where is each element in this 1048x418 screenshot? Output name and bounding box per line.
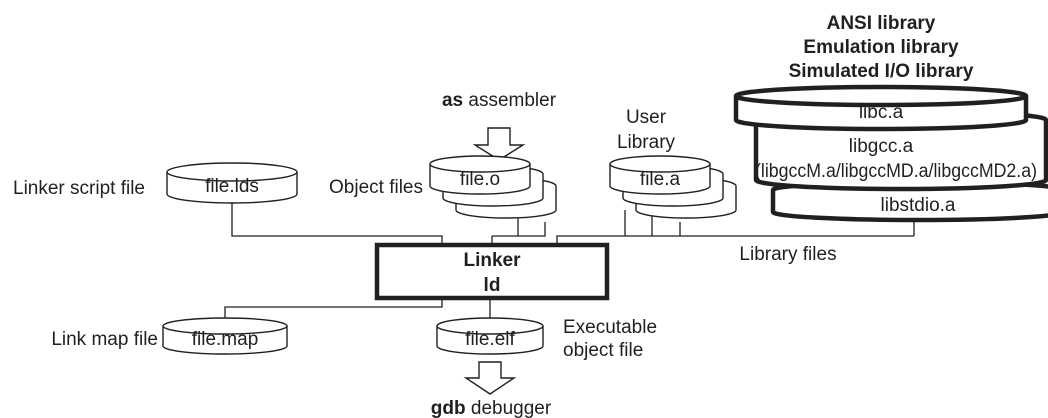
libgcc-variants: (libgccM.a/libgccMD.a/libgccMD2.a)	[755, 161, 1037, 182]
linker-command: ld	[484, 275, 501, 296]
assembler-arrow-icon	[472, 127, 526, 161]
link-map-filename: file.map	[192, 329, 259, 350]
user-library-label-line2: Library	[617, 132, 676, 153]
executable-label-line2: object file	[563, 340, 643, 361]
emulation-library-title: Emulation library	[803, 37, 959, 58]
executable-filename: file.elf	[465, 329, 515, 350]
object-files-label: Object files	[329, 177, 423, 198]
system-library-stack	[733, 84, 1048, 223]
executable-label-line1: Executable	[563, 317, 657, 338]
user-library-filename: file.a	[640, 169, 681, 190]
linker-box	[374, 242, 610, 301]
debugger-arrow-icon	[463, 361, 517, 395]
user-library-label-line1: User	[626, 107, 667, 128]
executable-file-cylinder	[436, 317, 544, 355]
linker-script-file-cylinder	[166, 162, 298, 204]
libgcc-filename: libgcc.a	[849, 136, 914, 157]
link-map-file-cylinder	[162, 317, 288, 355]
connector-lines	[224, 202, 915, 318]
link-map-label: Link map file	[51, 329, 158, 350]
ansi-library-title: ANSI library	[827, 13, 936, 34]
assembler-label: as assembler	[442, 90, 557, 111]
debugger-label: gdb debugger	[431, 398, 552, 418]
object-filename: file.o	[460, 169, 500, 190]
user-library-stack	[609, 155, 737, 219]
libstdio-filename: libstdio.a	[881, 195, 956, 216]
linker-title: Linker	[463, 250, 521, 271]
library-files-label: Library files	[739, 244, 836, 265]
linker-script-filename: file.lds	[205, 176, 259, 197]
object-files-stack	[429, 155, 557, 219]
linker-script-label: Linker script file	[13, 178, 145, 199]
simulated-io-library-title: Simulated I/O library	[789, 61, 974, 82]
libc-filename: libc.a	[859, 102, 904, 123]
